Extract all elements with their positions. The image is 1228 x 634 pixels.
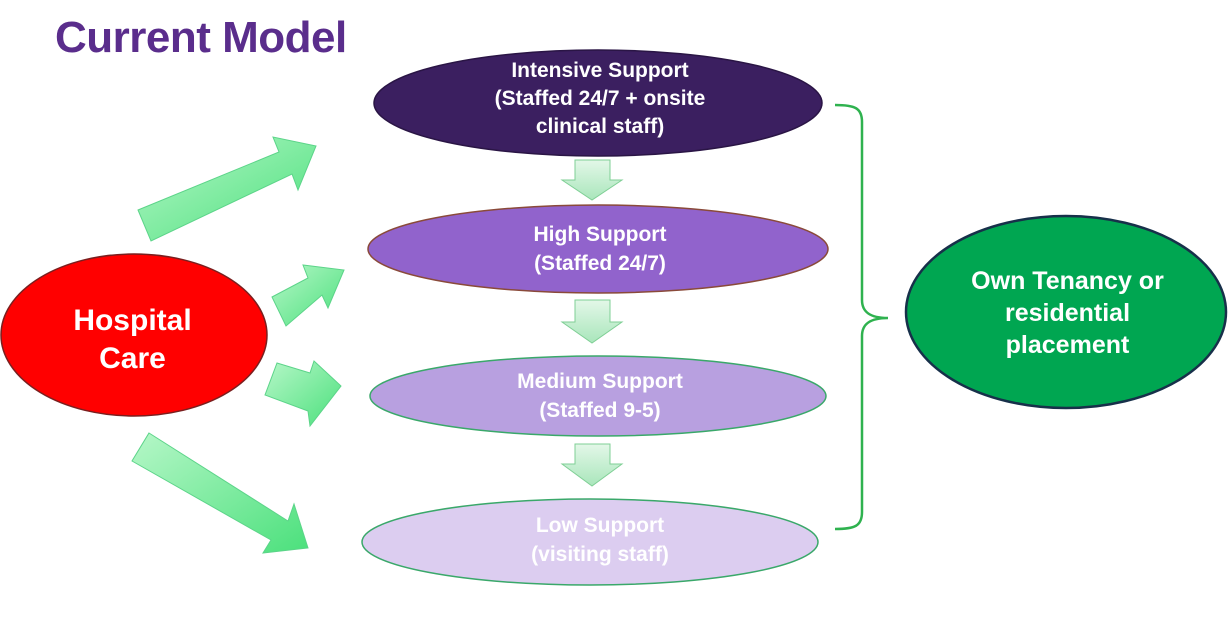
low-support-line-1: Low Support	[535, 514, 665, 537]
intensive-support-node	[373, 49, 823, 157]
low-support-label: Low Support (visiting staff)	[395, 508, 805, 572]
own-tenancy-label: Own Tenancy or residential placement	[915, 258, 1220, 368]
low-support-line-2: (visiting staff)	[531, 543, 669, 566]
intensive-support-line-3: clinical staff)	[535, 115, 665, 138]
medium-support-label: Medium Support (Staffed 9-5)	[395, 364, 805, 428]
high-support-line-1: High Support	[533, 223, 667, 246]
hospital-care-line-2: Care	[99, 342, 166, 375]
hospital-care-node	[0, 253, 268, 417]
arrow-to-low	[131, 432, 309, 554]
own-tenancy-line-2: residential	[1004, 299, 1131, 327]
intensive-support-line-2: (Staffed 24/7 + onsite	[494, 87, 706, 110]
arrow-to-high	[271, 264, 345, 327]
high-support-node	[367, 204, 829, 294]
medium-support-line-1: Medium Support	[517, 370, 683, 393]
medium-support-line-2: (Staffed 9-5)	[539, 399, 661, 422]
own-tenancy-line-1: Own Tenancy or	[971, 267, 1164, 295]
arrow-to-intensive	[137, 136, 317, 242]
intensive-support-label: Intensive Support (Staffed 24/7 + onsite…	[395, 54, 805, 144]
step-arrow-3	[560, 443, 624, 487]
intensive-support-line-1: Intensive Support	[511, 59, 689, 82]
own-tenancy-node	[904, 214, 1228, 410]
right-brace	[834, 103, 889, 531]
own-tenancy-line-3: placement	[1005, 331, 1130, 359]
hospital-care-line-1: Hospital	[73, 304, 192, 337]
step-arrow-2	[560, 299, 624, 344]
low-support-node	[361, 498, 819, 586]
arrow-to-medium	[264, 360, 342, 428]
medium-support-node	[369, 355, 827, 437]
step-arrow-1	[560, 159, 624, 201]
high-support-line-2: (Staffed 24/7)	[534, 252, 666, 275]
high-support-label: High Support (Staffed 24/7)	[395, 217, 805, 281]
hospital-care-label: Hospital Care	[15, 295, 250, 385]
page-title: Current Model	[55, 13, 347, 62]
